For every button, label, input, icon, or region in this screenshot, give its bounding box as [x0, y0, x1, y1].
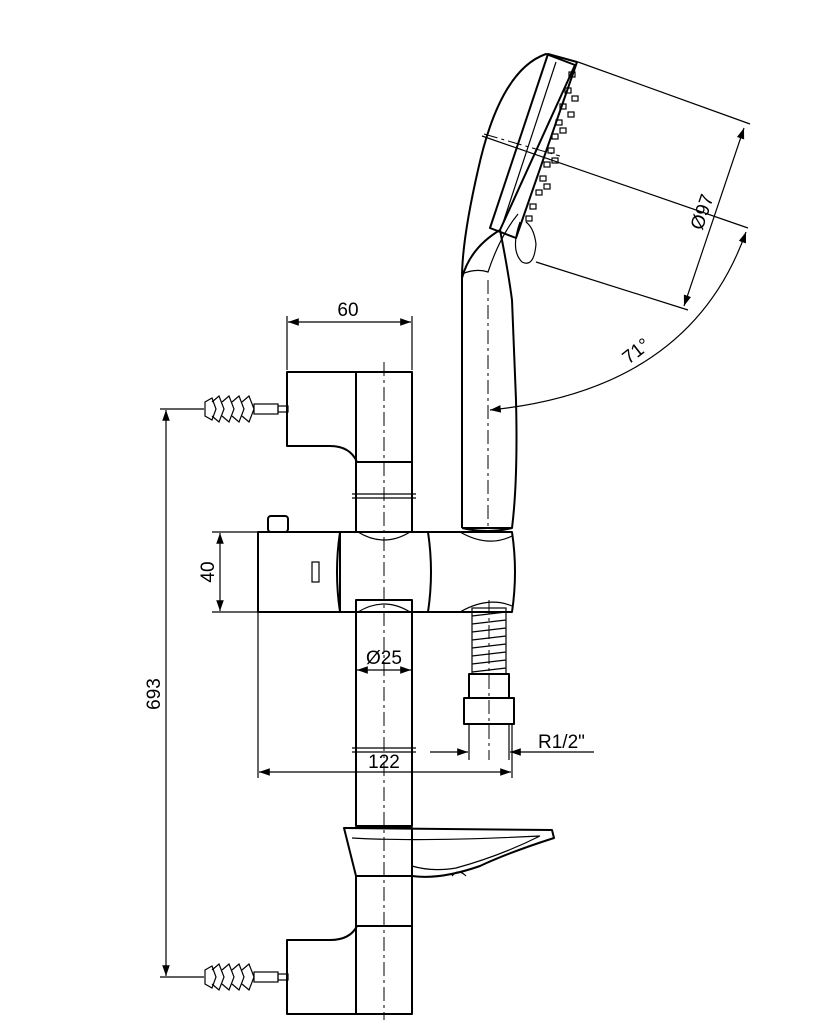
dimension-122-label: 122	[368, 752, 400, 773]
bottom-wall-anchor	[204, 962, 289, 992]
dimension-thread-label: R1/2"	[538, 732, 585, 753]
dimension-angle: 71°	[481, 135, 749, 413]
dimension-angle-label: 71°	[619, 335, 655, 369]
dimension-rail-diameter-label: Ø25	[366, 648, 402, 669]
dimension-693: 693	[144, 408, 204, 978]
slider-holder	[257, 515, 516, 613]
dimension-thread: R1/2"	[430, 724, 594, 760]
dimension-rail-diameter: Ø25	[357, 648, 411, 674]
dimension-head-diameter: Ø97	[535, 61, 751, 311]
top-wall-bracket	[286, 371, 413, 463]
bottom-wall-bracket	[286, 925, 413, 1015]
dimension-60: 60	[286, 300, 413, 370]
dimension-40-label: 40	[198, 561, 219, 582]
dimension-693-label: 693	[144, 678, 165, 710]
dimension-40: 40	[198, 531, 258, 613]
soap-dish	[343, 827, 555, 878]
shower-head-nozzles	[525, 71, 579, 222]
dimension-60-label: 60	[337, 300, 358, 321]
head-centerline	[483, 133, 561, 157]
dimension-122: 122	[257, 612, 513, 778]
top-wall-anchor	[204, 394, 289, 424]
